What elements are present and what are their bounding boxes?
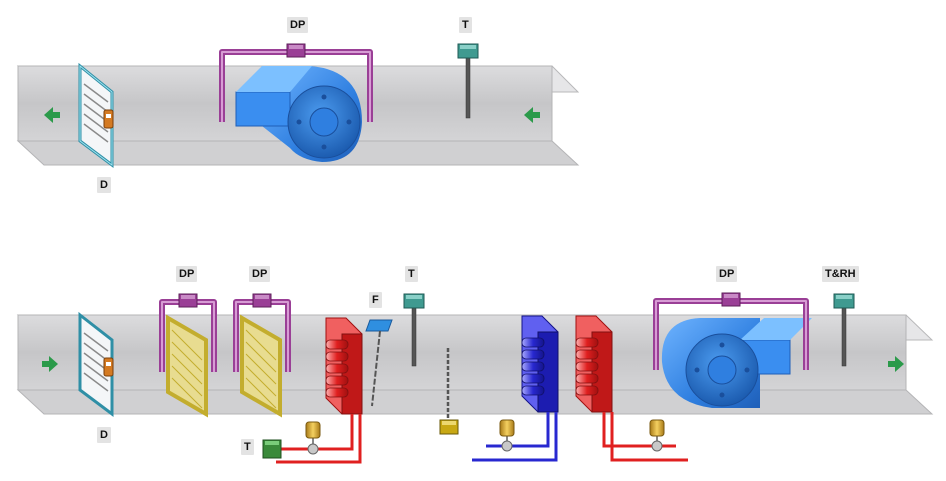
reheat-piping xyxy=(602,412,688,462)
cooling-coil[interactable] xyxy=(521,315,559,413)
supply-fan-dp-sensor[interactable] xyxy=(653,292,809,370)
exhaust-temp-sensor[interactable] xyxy=(457,43,479,119)
preheat-valve[interactable] xyxy=(305,421,321,455)
supply-damper-label: D xyxy=(97,427,111,443)
filter-2-dp-label: DP xyxy=(249,266,271,282)
valve-temp-sensor[interactable] xyxy=(262,439,282,459)
exhaust-temp-label: T xyxy=(459,17,472,33)
temp-humidity-label: T&RH xyxy=(822,266,859,282)
reheat-coil[interactable] xyxy=(575,315,613,413)
supply-temp-sensor-1[interactable] xyxy=(403,293,425,367)
valve-temp-label: T xyxy=(241,439,254,455)
filter-2[interactable] xyxy=(240,314,282,418)
temp-humidity-sensor[interactable] xyxy=(833,293,855,367)
freeze-stat-label: F xyxy=(369,292,382,308)
supply-fan-dp-label: DP xyxy=(716,266,738,282)
supply-fan[interactable] xyxy=(661,318,812,408)
filter-1-dp-label: DP xyxy=(176,266,198,282)
arrow-left-icon xyxy=(44,107,540,123)
supply-temp-label: T xyxy=(405,266,418,282)
reheat-valve[interactable] xyxy=(649,419,665,452)
humidifier[interactable] xyxy=(439,348,459,435)
exhaust-damper[interactable] xyxy=(78,62,114,168)
exhaust-damper-label: D xyxy=(97,177,111,193)
exhaust-fan-dp-label: DP xyxy=(287,17,309,33)
filter-1-dp-sensor[interactable] xyxy=(159,293,217,372)
cooling-valve[interactable] xyxy=(499,419,515,452)
freeze-stat[interactable] xyxy=(365,319,393,407)
arrow-right-icon xyxy=(42,356,904,372)
preheat-coil[interactable] xyxy=(325,317,363,415)
filter-2-dp-sensor[interactable] xyxy=(233,293,291,372)
filter-1[interactable] xyxy=(166,314,208,418)
supply-damper[interactable] xyxy=(78,311,114,417)
cooling-piping xyxy=(472,412,558,462)
exhaust-fan-dp-sensor[interactable] xyxy=(219,43,373,122)
exhaust-fan[interactable] xyxy=(235,66,362,162)
